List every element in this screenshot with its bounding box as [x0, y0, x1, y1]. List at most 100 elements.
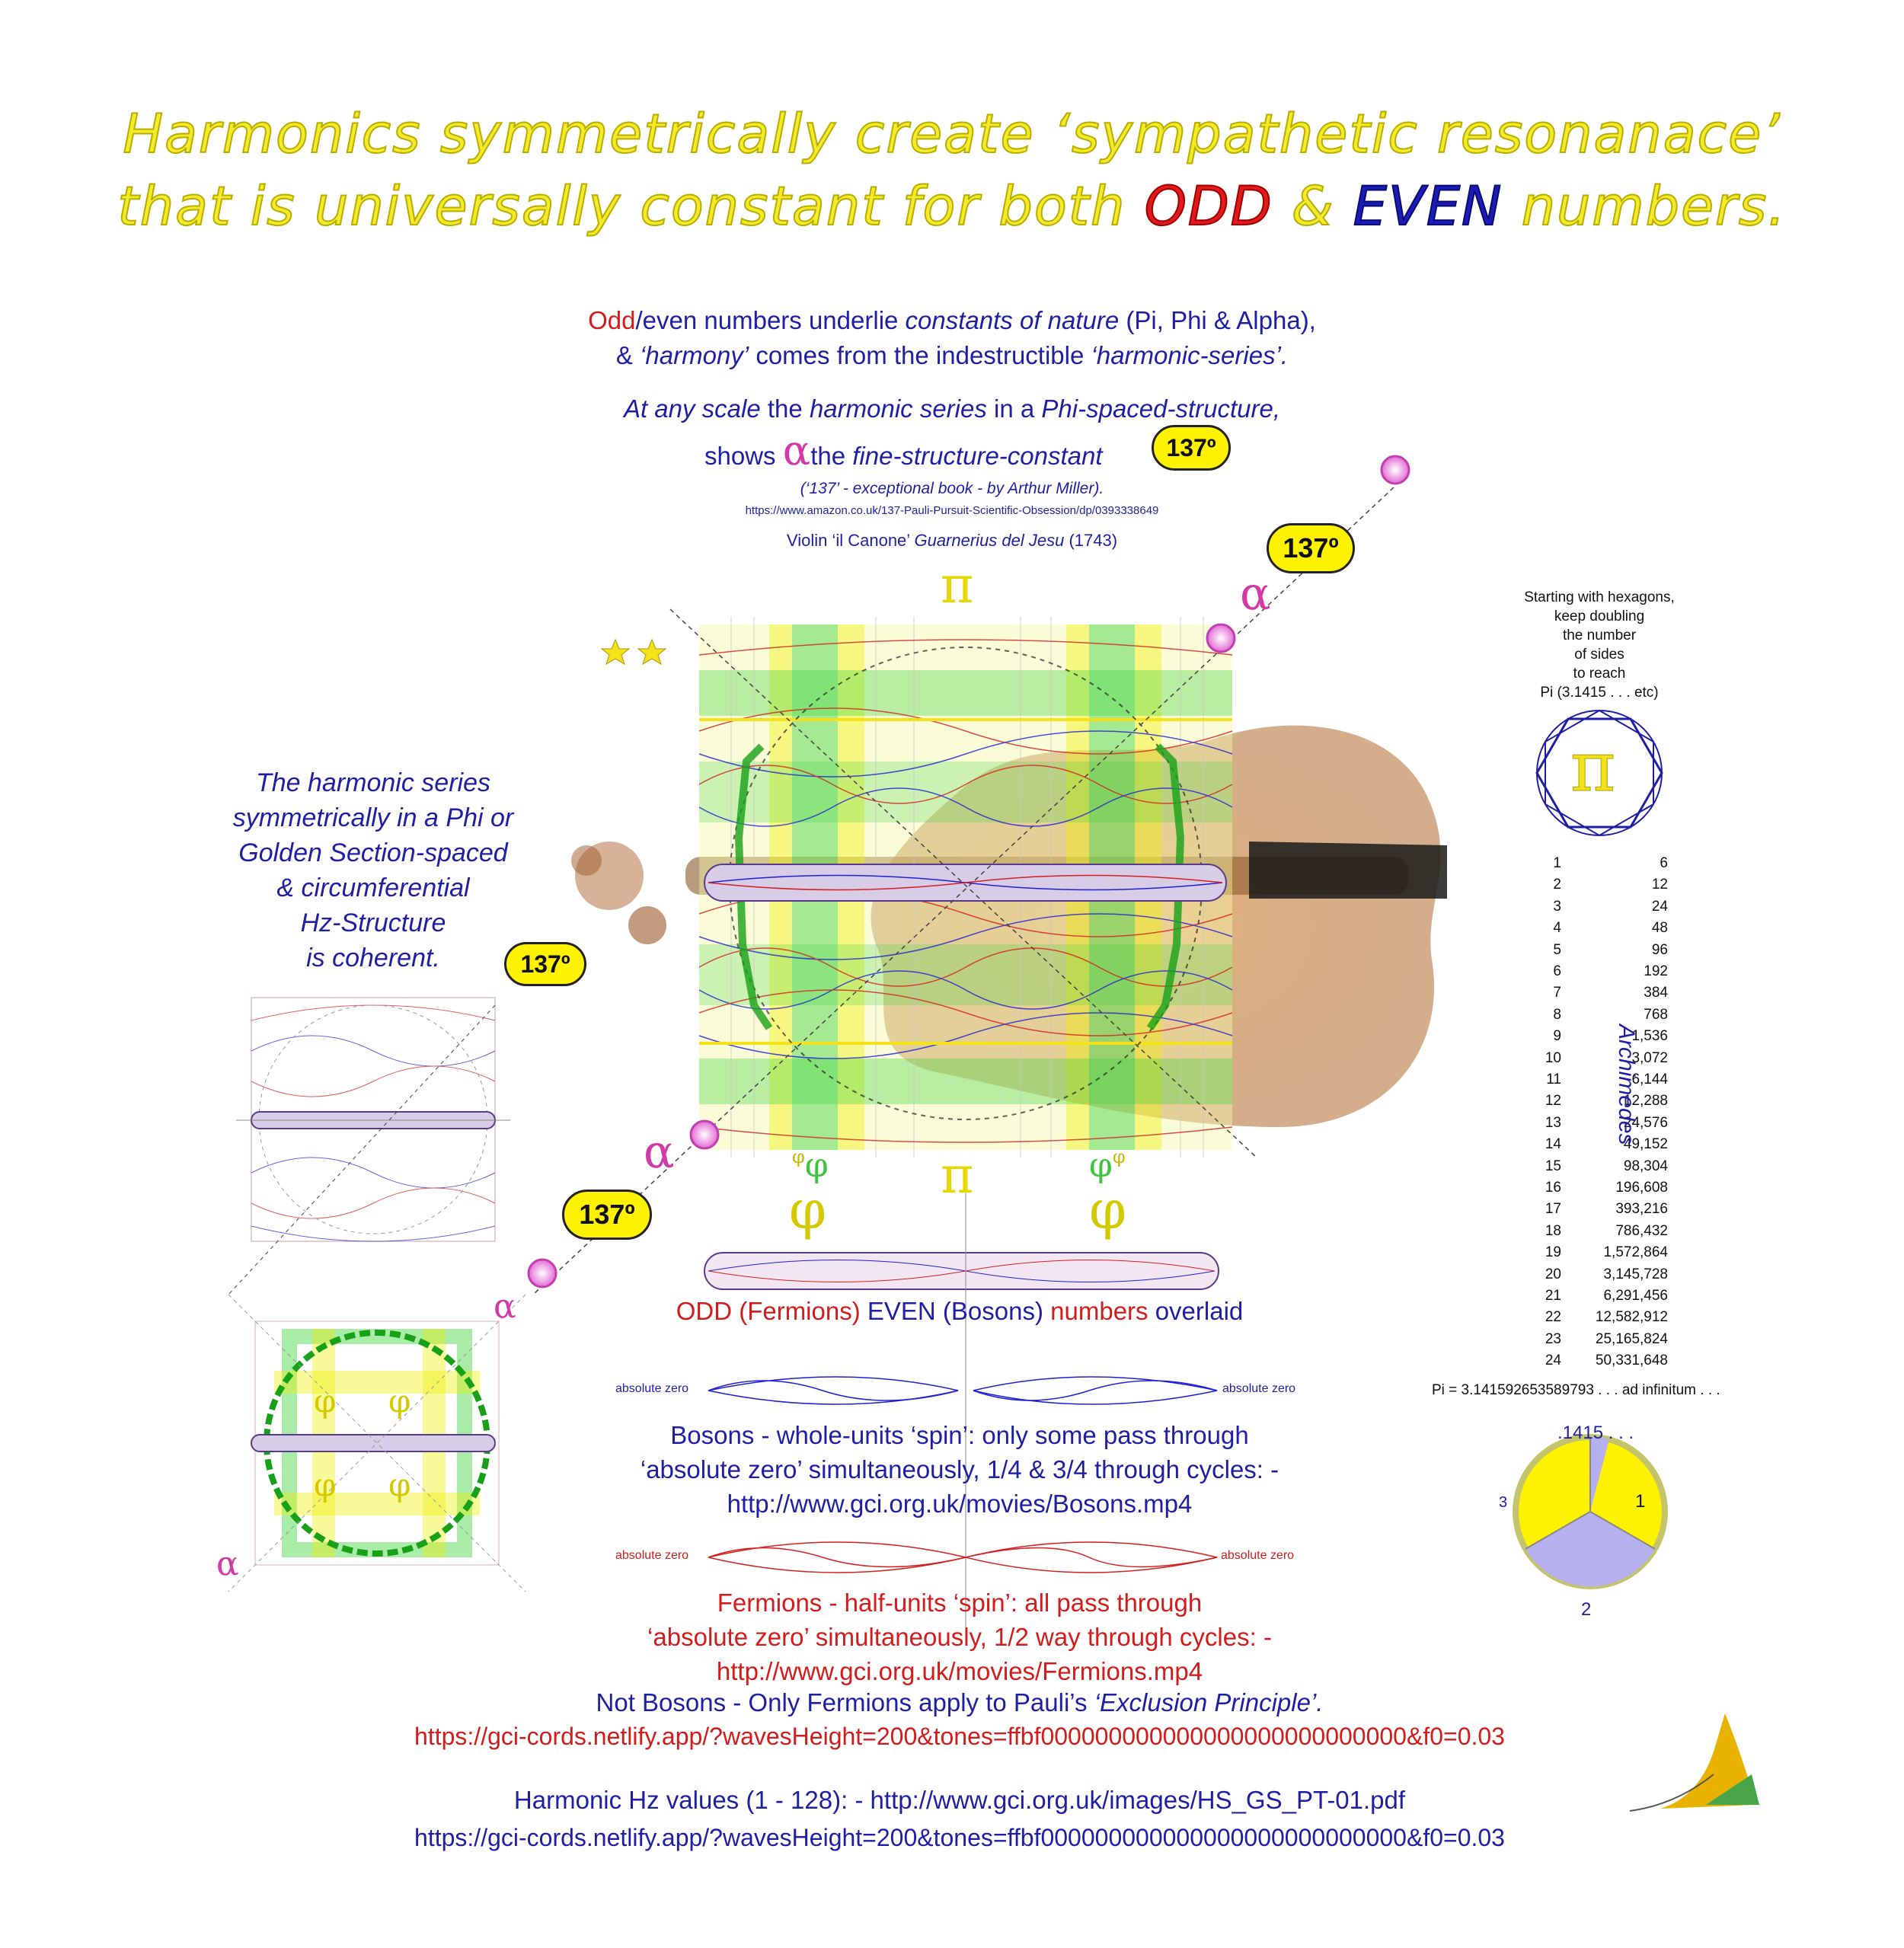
badge-137-left: 137º: [504, 942, 586, 986]
violin-caption: Violin ‘il Canone’ Guarnerius del Jesu (…: [579, 531, 1325, 551]
row-index: 14: [1545, 1136, 1561, 1153]
row-index: 6: [1553, 963, 1561, 979]
alpha-symbol: α: [782, 426, 811, 474]
pie-label-top: .1415 . . .: [1557, 1423, 1634, 1443]
row-index: 4: [1553, 920, 1561, 937]
abs-zero-fermion-left: absolute zero: [615, 1549, 689, 1562]
intro-constants: constants of nature: [905, 306, 1120, 334]
title-post: numbers.: [1503, 174, 1787, 238]
row-index: 18: [1545, 1222, 1561, 1239]
row-sides: 192: [1644, 963, 1668, 979]
pie-label-3: 3: [1499, 1494, 1508, 1511]
row-index: 22: [1545, 1309, 1561, 1326]
phi-symbol-grid-1: φ: [314, 1382, 337, 1419]
row-sides: 50,331,648: [1595, 1352, 1668, 1369]
row-sides: 25,165,824: [1595, 1330, 1668, 1347]
row-sides: 48: [1651, 920, 1668, 937]
overlay-caption: ODD (Fermions) EVEN (Bosons) numbers ove…: [579, 1297, 1340, 1326]
left-note-line: Golden Section-spaced: [238, 838, 508, 867]
fermions-link[interactable]: http://www.gci.org.uk/movies/Fermions.mp…: [716, 1657, 1203, 1685]
violin-year: (1743): [1064, 531, 1118, 550]
fermions-line: ‘absolute zero’ simultaneously, 1/2 way …: [647, 1623, 1272, 1651]
pauli-text: Not Bosons - Only Fermions apply to Paul…: [596, 1688, 1094, 1716]
badge-137: 137º: [1152, 425, 1231, 471]
row-sides: 768: [1644, 1006, 1668, 1023]
intro-line: Starting with hexagons,: [1524, 589, 1675, 605]
title-text: that is universally constant for both: [117, 174, 1145, 238]
row-sides: 196,608: [1615, 1180, 1668, 1196]
pi-symbol-hexagon: π: [1570, 727, 1616, 808]
alpha-symbol-top: α: [1240, 567, 1271, 621]
row-index: 23: [1545, 1330, 1561, 1347]
intro-odd: Odd: [588, 306, 636, 334]
badge-137-top-right: 137º: [1267, 523, 1355, 573]
pauli-note: Not Bosons - Only Fermions apply to Paul…: [457, 1688, 1462, 1717]
intro-line-1: Odd/even numbers underlie constants of n…: [426, 306, 1478, 335]
row-index: 8: [1553, 1006, 1561, 1023]
intro-line: the number: [1562, 628, 1637, 643]
book-url: https://www.amazon.co.uk/137-Pauli-Pursu…: [745, 504, 1159, 517]
intro-text: in a: [986, 394, 1042, 423]
badge-137-bottom: 137º: [562, 1190, 652, 1240]
row-sides: 3,145,728: [1603, 1266, 1668, 1282]
abs-zero-boson-right: absolute zero: [1222, 1382, 1296, 1395]
caption-odd: ODD (Fermions): [676, 1297, 867, 1325]
row-sides: 1,572,864: [1603, 1244, 1668, 1261]
title-amp: &: [1273, 174, 1353, 238]
row-sides: 3,072: [1631, 1049, 1668, 1066]
row-sides: 49,152: [1623, 1136, 1668, 1153]
pie-label-1: 1: [1635, 1491, 1646, 1512]
left-note-line: & circumferential: [276, 873, 470, 902]
link-blue[interactable]: https://gci-cords.netlify.app/?wavesHeig…: [414, 1824, 1505, 1851]
intro-line-2: & ‘harmony’ comes from the indestructibl…: [426, 341, 1478, 370]
violin-text: Violin ‘il Canone’: [786, 531, 915, 550]
caption-numbers: numbers: [1050, 1297, 1155, 1325]
odd-even-overlay: [704, 1173, 1219, 1637]
left-note-line: Hz-Structure: [300, 909, 446, 937]
book-note: (‘137’ - exceptional book - by Arthur Mi…: [800, 480, 1104, 497]
intro-text: shows: [704, 442, 783, 470]
row-index: 11: [1546, 1071, 1561, 1087]
intro-text: Phi-spaced-structure,: [1041, 394, 1281, 423]
row-sides: 12: [1651, 877, 1668, 893]
pie-label-2: 2: [1581, 1599, 1592, 1620]
row-index: 5: [1553, 941, 1561, 958]
fermion-waveform: [708, 1541, 1218, 1573]
pi-pie: [1513, 1434, 1668, 1589]
bosons-link[interactable]: http://www.gci.org.uk/movies/Bosons.mp4: [727, 1490, 1193, 1518]
star-icons: [600, 638, 667, 666]
row-sides: 6,144: [1631, 1071, 1668, 1087]
intro-text: comes from the indestructible: [749, 341, 1091, 369]
row-index: 20: [1545, 1266, 1561, 1282]
pauli-principle: ‘Exclusion Principle’.: [1094, 1688, 1324, 1716]
intro-line: keep doubling: [1554, 608, 1645, 624]
row-sides: 384: [1644, 985, 1668, 1001]
left-note-line: is coherent.: [306, 944, 440, 972]
caption-even: EVEN (Bosons): [867, 1297, 1051, 1325]
fermions-line: Fermions - half-units ‘spin’: all pass t…: [717, 1589, 1203, 1617]
intro-line: of sides: [1574, 647, 1624, 663]
pi-symbol-bottom: π: [941, 1146, 974, 1205]
row-sides: 393,216: [1615, 1201, 1668, 1218]
fermions-text: Fermions - half-units ‘spin’: all pass t…: [533, 1586, 1386, 1688]
intro-text: the: [810, 442, 853, 470]
row-sides: 6,291,456: [1603, 1288, 1668, 1304]
alpha-symbol-corner: α: [216, 1544, 239, 1583]
row-sides: 6: [1660, 855, 1668, 871]
diagonal-line: [228, 1004, 496, 1295]
phi-symbol-grid-2: φ: [388, 1382, 411, 1419]
intro-line-4: shows αthe fine-structure-constant: [704, 426, 1103, 474]
left-note: The harmonic series symmetrically in a P…: [213, 765, 533, 976]
archimedes-label: Archimedes: [1614, 1024, 1639, 1145]
phi-symbol-green-left: φφ: [792, 1146, 829, 1185]
row-index: 17: [1545, 1201, 1561, 1218]
row-index: 9: [1553, 1028, 1561, 1045]
violin-maker: Guarnerius del Jesu: [914, 531, 1065, 550]
harmonic-values-link[interactable]: Harmonic Hz values (1 - 128): - http://w…: [513, 1786, 1406, 1814]
title-even: EVEN: [1353, 174, 1503, 238]
row-index: 10: [1545, 1049, 1561, 1066]
link-red[interactable]: https://gci-cords.netlify.app/?wavesHeig…: [414, 1723, 1505, 1750]
bosons-line: ‘absolute zero’ simultaneously, 1/4 & 3/…: [640, 1455, 1279, 1483]
row-index: 19: [1545, 1244, 1561, 1261]
